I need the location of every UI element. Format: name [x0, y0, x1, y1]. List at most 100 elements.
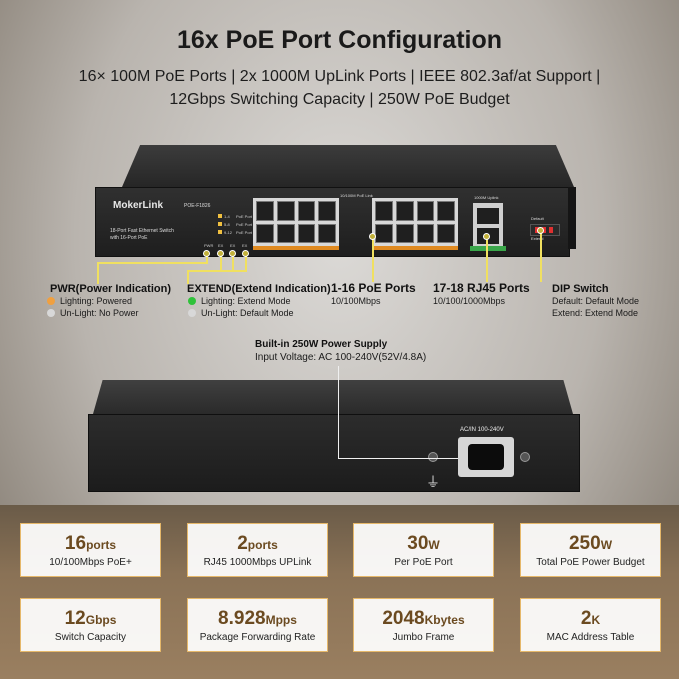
stat-number: 30: [407, 533, 429, 554]
stat-number: 2048: [382, 608, 425, 629]
stat-box: 30W Per PoE Port: [353, 523, 494, 577]
stat-label: Jumbo Frame: [392, 632, 455, 643]
uplink-indicator-strip: [470, 246, 506, 251]
green-dot-icon: [188, 297, 196, 305]
poe-ports-title: 1-16 PoE Ports: [331, 281, 416, 295]
switch-back-top-panel: [93, 380, 573, 414]
callout-line: [486, 238, 488, 282]
dip-label-extend: Extend: [531, 236, 544, 241]
stat-value: 2K: [521, 608, 660, 630]
stat-label: Switch Capacity: [54, 632, 127, 643]
dip-toggle: [542, 227, 546, 233]
ethernet-port: [375, 223, 393, 243]
ethernet-port: [297, 223, 316, 243]
poe-indicator-strip: [253, 246, 339, 250]
callout-dot: [483, 233, 490, 240]
extend-callout-title: EXTEND(Extend Indication): [187, 283, 331, 295]
ethernet-port: [276, 223, 295, 243]
stat-box: 12Gbps Switch Capacity: [20, 598, 161, 652]
callout-line: [338, 366, 339, 458]
callout-dot: [369, 233, 376, 240]
pwr-callout-title: PWR(Power Indication): [50, 283, 171, 295]
stat-box: 2K MAC Address Table: [520, 598, 661, 652]
dip-callout-title: DIP Switch: [552, 283, 609, 295]
description-line-1: 18-Port Fast Ethernet Switch: [110, 228, 174, 234]
stat-number: 2: [580, 608, 592, 629]
stat-label: 10/100Mbps PoE+: [49, 557, 132, 568]
led-label: 1-4: [224, 214, 230, 219]
ethernet-port: [276, 201, 295, 221]
uplink-header: 1000M Uplink: [474, 195, 499, 200]
callout-line: [206, 252, 208, 264]
stat-number: 12: [64, 608, 86, 629]
callout-line: [187, 270, 247, 272]
stat-unit: ports: [247, 538, 278, 552]
stat-value: 12Gbps: [21, 608, 160, 630]
pwr-legend-text: Lighting: Powered: [60, 296, 133, 306]
callout-line: [97, 262, 207, 264]
led-sublabel: PoE Port: [236, 230, 253, 235]
rj45-ports-sub: 10/100/1000Mbps: [433, 296, 506, 306]
ethernet-port: [395, 201, 414, 221]
callout-line: [97, 262, 99, 284]
stat-label: Per PoE Port: [394, 557, 453, 568]
screw-icon: [520, 452, 530, 462]
led-indicator: [218, 230, 222, 234]
stat-unit: W: [600, 538, 613, 552]
led-sublabel: PoE Port: [236, 214, 253, 219]
led-label: 9-12: [224, 230, 233, 235]
uplink-port: [477, 208, 499, 224]
extend-legend-item: Lighting: Extend Mode: [188, 296, 291, 306]
subtitle-line-2: 12Gbps Switching Capacity | 250W PoE Bud…: [169, 91, 510, 108]
stat-label: Package Forwarding Rate: [199, 632, 316, 643]
rj45-ports-title: 17-18 RJ45 Ports: [433, 281, 530, 295]
stat-box: 2048Kbytes Jumbo Frame: [353, 598, 494, 652]
pwr-legend-text: Un-Light: No Power: [60, 308, 139, 318]
callout-line: [338, 458, 458, 459]
ethernet-port: [437, 201, 455, 221]
dip-switch: [530, 224, 560, 236]
callout-dot: [203, 250, 210, 257]
dip-callout-line-1: Default: Default Mode: [552, 296, 640, 306]
ethernet-port: [297, 201, 316, 221]
led-indicator: [218, 222, 222, 226]
brand-logo: MokerLink: [113, 200, 164, 211]
power-supply-title: Built-in 250W Power Supply: [255, 339, 388, 350]
stat-box: 8.928Mpps Package Forwarding Rate: [187, 598, 328, 652]
switch-side-panel: [568, 187, 576, 249]
description-line-2: with 16-Port PoE: [110, 235, 148, 241]
callout-line: [372, 238, 374, 282]
extend-legend-text: Un-Light: Default Mode: [201, 308, 294, 318]
ethernet-port: [437, 223, 455, 243]
led-sublabel: PoE Port: [236, 222, 253, 227]
port-block-9-16: [372, 198, 458, 246]
stat-unit: Gbps: [85, 613, 117, 627]
callout-line: [540, 232, 542, 282]
ethernet-port: [395, 223, 414, 243]
ethernet-port: [416, 201, 435, 221]
grey-dot-icon: [47, 309, 55, 317]
callout-dot: [242, 250, 249, 257]
device-description: 18-Port Fast Ethernet Switch with 16-Por…: [110, 228, 174, 242]
socket-inlet: [468, 444, 504, 470]
callout-dot: [217, 250, 224, 257]
grey-dot-icon: [188, 309, 196, 317]
ethernet-port: [256, 223, 274, 243]
poe-indicator-strip: [372, 246, 458, 250]
pwr-legend-item: Un-Light: No Power: [47, 308, 139, 318]
ethernet-port: [318, 201, 336, 221]
power-socket: [458, 437, 514, 477]
stat-value: 16ports: [21, 533, 160, 555]
stat-unit: ports: [86, 538, 117, 552]
port-header: 10/100M PoE Link: [340, 193, 373, 198]
callout-dot: [537, 227, 544, 234]
stat-unit: Mpps: [265, 613, 297, 627]
screw-icon: [428, 452, 438, 462]
callout-line: [232, 252, 234, 272]
poe-ports-sub: 10/100Mbps: [331, 296, 381, 306]
dip-label-default: Default: [531, 216, 544, 221]
stat-number: 250: [568, 533, 601, 554]
stat-number: 16: [64, 533, 87, 554]
led-label: 5-8: [224, 222, 230, 227]
power-supply-sub: Input Voltage: AC 100-240V(52V/4.8A): [255, 352, 427, 363]
